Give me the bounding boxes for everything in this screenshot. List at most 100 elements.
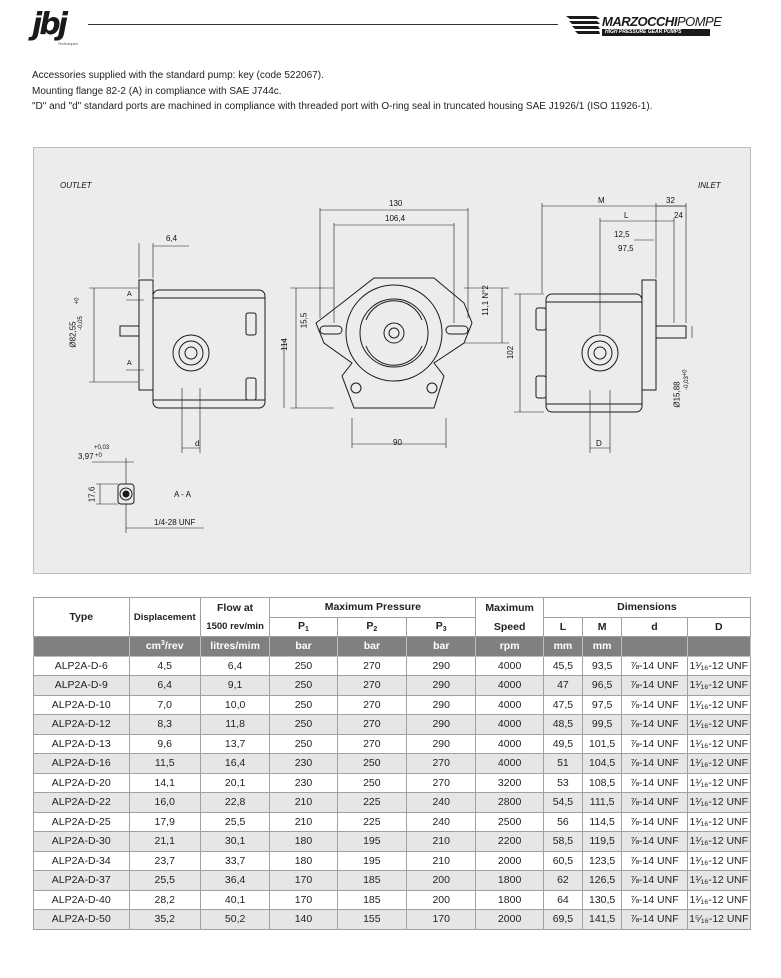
- cell-M: 108,5: [582, 772, 623, 793]
- cell-p1: 170: [269, 870, 338, 891]
- cell-p2: 155: [336, 909, 408, 930]
- cell-L: 53: [542, 772, 584, 793]
- cell-flow: 11,8: [199, 714, 271, 735]
- cell-flow: 25,5: [199, 811, 271, 832]
- center-body-outer: [345, 284, 443, 382]
- intro-line-flange: Mounting flange 82-2 (A) in compliance w…: [32, 85, 282, 97]
- center-body-inner: [359, 298, 429, 368]
- cell-flow: 10,0: [199, 694, 271, 715]
- cell-flow: 6,4: [199, 655, 271, 676]
- cell-type: ALP2A-D-40: [33, 889, 130, 910]
- cell-p1: 250: [269, 714, 338, 735]
- cell-p1: 250: [269, 694, 338, 715]
- cell-p2: 225: [336, 811, 408, 832]
- cell-displacement: 16,0: [128, 792, 201, 813]
- cell-type: ALP2A-D-37: [33, 870, 130, 891]
- cell-speed: 4000: [475, 694, 544, 715]
- dim-15-88: Ø15,88: [672, 381, 682, 408]
- cell-p2: 185: [336, 870, 408, 891]
- cell-p3: 270: [406, 753, 477, 774]
- cell-p1: 230: [269, 753, 338, 774]
- cell-d: ⅞-14 UNF: [621, 694, 688, 715]
- cell-flow: 30,1: [199, 831, 271, 852]
- col-L: L: [542, 616, 584, 637]
- cell-p3: 270: [406, 772, 477, 793]
- cell-p3: 290: [406, 733, 477, 754]
- cell-p3: 290: [406, 675, 477, 696]
- cell-speed: 4000: [475, 733, 544, 754]
- cell-p1: 210: [269, 792, 338, 813]
- inlet-label: INLET: [698, 181, 721, 190]
- cell-D: 1⁵⁄₁₆-12 UNF: [686, 909, 752, 930]
- cell-type: ALP2A-D-30: [33, 831, 130, 852]
- cell-type: ALP2A-D-10: [33, 694, 130, 715]
- header-rule: [88, 24, 558, 25]
- cell-displacement: 25,5: [128, 870, 201, 891]
- unit-M: mm: [582, 636, 623, 657]
- dim-114: 114: [279, 338, 289, 351]
- marzocchi-logo: MARZOCCHIPOMPE HIGH PRESSURE GEAR PUMPS: [566, 14, 750, 38]
- dim-106-4: 106,4: [385, 214, 406, 223]
- cell-d: ⅞-14 UNF: [621, 850, 688, 871]
- cell-speed: 2500: [475, 811, 544, 832]
- cell-type: ALP2A-D-12: [33, 714, 130, 735]
- unit-d: [621, 636, 688, 657]
- cell-p2: 270: [336, 733, 408, 754]
- intro-text: Accessories supplied with the standard p…: [32, 68, 652, 115]
- cell-p1: 250: [269, 733, 338, 754]
- unit-type: [33, 636, 130, 657]
- dim-3-97-tolerance-zero: +0: [95, 453, 102, 459]
- cell-flow: 16,4: [199, 753, 271, 774]
- cell-flow: 50,2: [199, 909, 271, 930]
- cell-M: 141,5: [582, 909, 623, 930]
- dim-82-55-tolerance-zero: +0: [74, 297, 81, 305]
- dim-11-1: 11,1 N°2: [480, 285, 490, 316]
- cell-D: 1¹⁄₁₆-12 UNF: [686, 772, 752, 793]
- cell-type: ALP2A-D-9: [33, 675, 130, 696]
- cell-displacement: 9,6: [128, 733, 201, 754]
- center-flange: [315, 277, 473, 409]
- cell-flow: 13,7: [199, 733, 271, 754]
- jbj-logo-subtext: Techniques: [57, 41, 78, 46]
- cell-d: ⅞-14 UNF: [621, 772, 688, 793]
- cell-p3: 290: [406, 714, 477, 735]
- cell-d: ⅞-14 UNF: [621, 811, 688, 832]
- table-unit-row: cm3/rev litres/mim bar bar bar rpm mm mm: [33, 636, 752, 657]
- cell-p3: 170: [406, 909, 477, 930]
- dim-24: 24: [674, 211, 683, 220]
- cell-D: 1¹⁄₁₆-12 UNF: [686, 831, 752, 852]
- col-speed-label: Speed: [475, 617, 544, 637]
- cell-D: 1¹⁄₁₆-12 UNF: [686, 870, 752, 891]
- dim-90: 90: [393, 438, 402, 447]
- cell-speed: 2000: [475, 850, 544, 871]
- cell-L: 58,5: [542, 831, 584, 852]
- col-p2: P2: [336, 616, 408, 637]
- unit-flow: litres/mim: [199, 636, 271, 657]
- cell-p1: 230: [269, 772, 338, 793]
- right-flange: [641, 279, 657, 391]
- cell-L: 48,5: [542, 714, 584, 735]
- cell-D: 1¹⁄₁₆-12 UNF: [686, 694, 752, 715]
- cell-flow: 33,7: [199, 850, 271, 871]
- cell-displacement: 35,2: [128, 909, 201, 930]
- cell-d: ⅞-14 UNF: [621, 792, 688, 813]
- cell-displacement: 28,2: [128, 889, 201, 910]
- cell-d: ⅞-14 UNF: [621, 753, 688, 774]
- cell-M: 130,5: [582, 889, 623, 910]
- cell-speed: 3200: [475, 772, 544, 793]
- cell-M: 104,5: [582, 753, 623, 774]
- cell-p3: 290: [406, 655, 477, 676]
- cell-d: ⅞-14 UNF: [621, 831, 688, 852]
- cell-M: 96,5: [582, 675, 623, 696]
- cell-M: 111,5: [582, 792, 623, 813]
- cell-speed: 4000: [475, 714, 544, 735]
- cell-p2: 225: [336, 792, 408, 813]
- cell-L: 60,5: [542, 850, 584, 871]
- cell-D: 1¹⁄₁₆-12 UNF: [686, 714, 752, 735]
